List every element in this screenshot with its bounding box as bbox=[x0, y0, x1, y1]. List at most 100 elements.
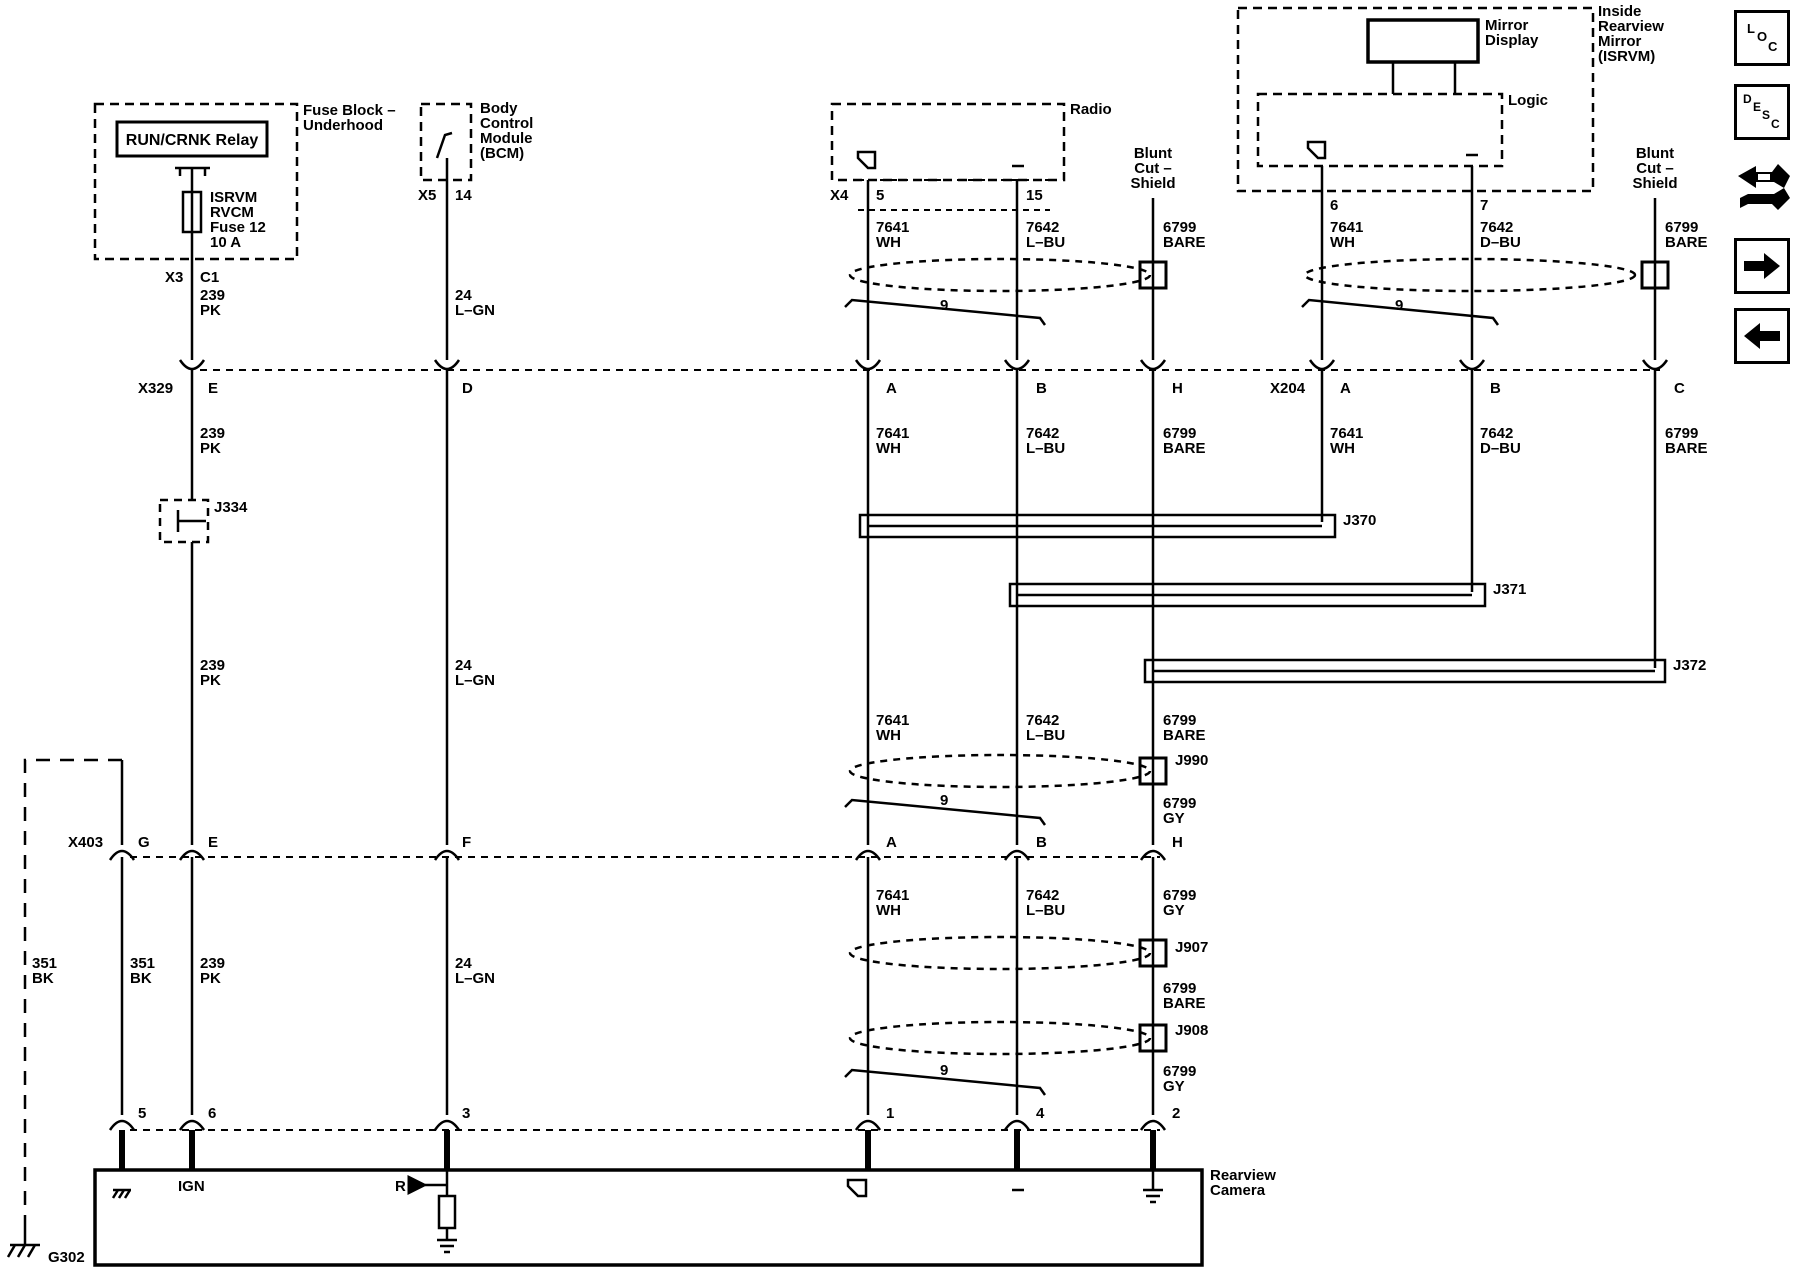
shield-ellipse bbox=[848, 1020, 1152, 1056]
x3-label: X3 bbox=[165, 269, 183, 286]
mirror-display-box bbox=[1366, 18, 1480, 64]
splice-j990 bbox=[1138, 756, 1168, 786]
g302-label: G302 bbox=[48, 1249, 85, 1266]
loc-button[interactable]: L O C bbox=[1734, 10, 1790, 66]
x329-pin: H bbox=[1172, 380, 1183, 397]
splice-j370 bbox=[858, 513, 1337, 539]
connector-tool-icon bbox=[1738, 164, 1790, 210]
splice-j334 bbox=[158, 498, 210, 544]
camera-pin: 6 bbox=[208, 1105, 216, 1122]
x4-label: X4 bbox=[830, 187, 849, 204]
camera-pin: 1 bbox=[886, 1105, 894, 1122]
connector-x329-pins bbox=[178, 359, 1669, 371]
x329-pin: E bbox=[208, 380, 218, 397]
previous-button[interactable] bbox=[1734, 308, 1790, 364]
relay-label: RUN/CRNK Relay bbox=[126, 132, 259, 149]
twist-label: 9 bbox=[940, 297, 948, 314]
camera-pin-stubs bbox=[119, 1130, 1156, 1170]
shield-ellipse bbox=[848, 257, 1152, 293]
x329-pin: D bbox=[462, 380, 473, 397]
svg-text:D: D bbox=[1743, 92, 1752, 106]
rearview-camera-outline bbox=[93, 1168, 1204, 1267]
shield-ellipse bbox=[1303, 257, 1637, 293]
j370-label: J370 bbox=[1343, 512, 1376, 529]
fuse-block-label: Fuse Block –Underhood bbox=[303, 102, 396, 134]
run-crnk-relay-box bbox=[115, 120, 269, 158]
x403-pin: E bbox=[208, 834, 218, 851]
x329-pin: A bbox=[886, 380, 897, 397]
j907-label: J907 bbox=[1175, 939, 1208, 956]
j371-label: J371 bbox=[1493, 581, 1526, 598]
splice-j908 bbox=[1138, 1023, 1168, 1053]
signal-high-icon bbox=[1306, 140, 1327, 160]
x403-pin: A bbox=[886, 834, 897, 851]
logic-label: Logic bbox=[1508, 92, 1548, 109]
splice-j372 bbox=[1143, 658, 1667, 684]
j908-label: J908 bbox=[1175, 1022, 1208, 1039]
chassis-ground-icon bbox=[111, 1188, 132, 1199]
twist-label: 9 bbox=[940, 792, 948, 809]
twist-label: 9 bbox=[1395, 297, 1403, 314]
desc-button[interactable]: D E S C bbox=[1734, 84, 1790, 140]
logic-outline bbox=[1256, 92, 1504, 168]
x403-pin: B bbox=[1036, 834, 1047, 851]
isrvm-pin-a: 6 bbox=[1330, 197, 1338, 214]
svg-text:L: L bbox=[1747, 21, 1755, 36]
j334-label: J334 bbox=[214, 499, 248, 516]
labels: Fuse Block –Underhood RUN/CRNK Relay ISR… bbox=[32, 3, 1708, 1266]
x204-pin: B bbox=[1490, 380, 1501, 397]
camera-pin: 2 bbox=[1172, 1105, 1180, 1122]
signal-high-icon bbox=[846, 1178, 868, 1198]
radio-label: Radio bbox=[1070, 101, 1112, 118]
x403-pin: F bbox=[462, 834, 471, 851]
fuse-block-outline bbox=[93, 102, 299, 261]
svg-text:E: E bbox=[1753, 100, 1761, 114]
ground-g302-icon bbox=[6, 1243, 40, 1258]
x403-pin: G bbox=[138, 834, 150, 851]
splice-j907 bbox=[1138, 938, 1168, 968]
drain-box bbox=[1138, 260, 1168, 290]
svg-text:O: O bbox=[1757, 29, 1767, 44]
next-button[interactable] bbox=[1734, 238, 1790, 294]
drain-box bbox=[1640, 260, 1670, 290]
connector-camera-pins bbox=[108, 1119, 1167, 1131]
x329-label: X329 bbox=[138, 380, 173, 397]
loc-icon: L O C bbox=[1747, 21, 1778, 54]
j372-label: J372 bbox=[1673, 657, 1706, 674]
connector-tool-button[interactable] bbox=[1734, 158, 1794, 220]
ground-icon bbox=[437, 1238, 457, 1254]
ground-icon bbox=[1143, 1188, 1163, 1204]
x204-pin: C bbox=[1674, 380, 1685, 397]
resistor bbox=[437, 1194, 457, 1230]
x403-label: X403 bbox=[68, 834, 103, 851]
svg-text:C: C bbox=[1771, 117, 1780, 131]
splice-j371 bbox=[1008, 582, 1487, 608]
